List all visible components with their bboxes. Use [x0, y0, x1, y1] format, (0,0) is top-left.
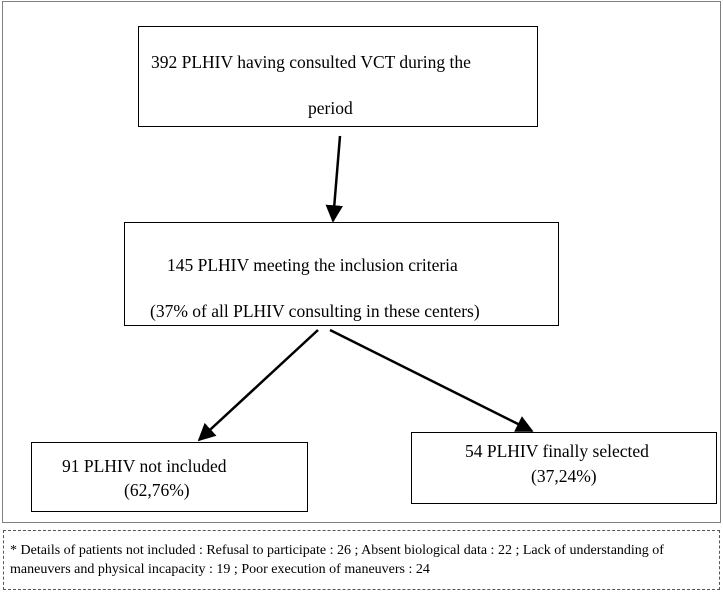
arrow-middle-to-left	[197, 329, 319, 442]
box-not-included-line1: 91 PLHIV not included	[62, 456, 227, 476]
box-inclusion-criteria	[124, 222, 559, 326]
arrow-middle-to-right	[329, 328, 534, 433]
box-finally-selected-line1: 54 PLHIV finally selected	[465, 441, 649, 461]
box-consulted-vct-line2: period	[308, 98, 353, 118]
box-finally-selected	[411, 432, 717, 504]
box-consulted-vct	[138, 26, 538, 127]
box-inclusion-criteria-line1: 145 PLHIV meeting the inclusion criteria	[167, 255, 458, 275]
box-not-included	[31, 442, 308, 512]
box-inclusion-criteria-line2: (37% of all PLHIV consulting in these ce…	[150, 301, 480, 321]
box-not-included-line2: (62,76%)	[124, 480, 190, 500]
footnote-not-included-details: * Details of patients not included : Ref…	[3, 530, 720, 590]
box-finally-selected-line2: (37,24%)	[531, 466, 597, 486]
flowchart-frame	[2, 1, 721, 523]
arrow-top-to-middle	[325, 135, 344, 223]
box-consulted-vct-line1: 392 PLHIV having consulted VCT during th…	[151, 52, 471, 72]
